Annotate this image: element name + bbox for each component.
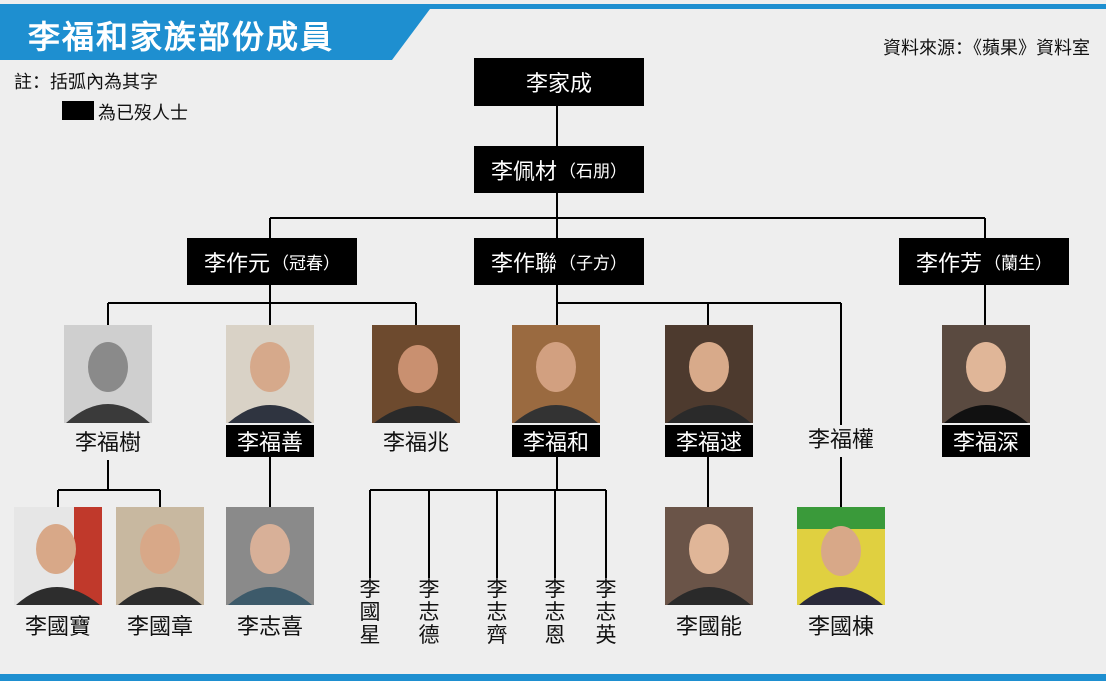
node-gen4-7: 李福深 — [942, 425, 1030, 457]
portrait-li-kwok-po — [14, 507, 102, 605]
node-name: 李作元 — [203, 251, 270, 277]
portrait-li-chi-hei — [226, 507, 314, 605]
node-gen3-2: 李作聯（子方） — [474, 238, 644, 285]
title-banner — [0, 9, 430, 60]
portrait-li-fook-wo — [512, 325, 600, 423]
courtesy-name-note: 註：括弧內為其字 — [14, 72, 158, 93]
deceased-legend-swatch — [62, 101, 94, 120]
portrait-li-kwok-cheung — [116, 507, 204, 605]
node-gen5-7: 李志恩 — [544, 577, 566, 647]
node-name: 李家成 — [525, 72, 592, 97]
portrait-li-fook-kow — [665, 325, 753, 423]
courtesy-name: （子方） — [559, 254, 627, 274]
portrait-li-kwok-tung — [797, 507, 885, 605]
portrait-li-fook-shiu — [372, 325, 460, 423]
courtesy-name: （蘭生） — [984, 254, 1052, 274]
node-gen4-4: 李福和 — [512, 425, 600, 457]
page-title: 李福和家族部份成員 — [28, 18, 335, 56]
node-gen5-5: 李志德 — [418, 577, 440, 647]
node-gen4-5: 李福逑 — [665, 425, 753, 457]
node-gen4-1: 李福樹 — [74, 431, 141, 456]
node-gen5-3: 李志喜 — [236, 615, 303, 640]
node-gen3-3: 李作芳（蘭生） — [899, 238, 1069, 285]
portrait-li-fook-shu — [64, 325, 152, 423]
node-gen3-1: 李作元（冠春） — [187, 238, 357, 285]
node-gen4-3: 李福兆 — [382, 431, 449, 456]
node-name: 李作聯 — [490, 251, 557, 277]
portrait-li-kwok-nang — [665, 507, 753, 605]
node-gen5-10: 李國棟 — [807, 615, 874, 640]
courtesy-name: （石朋） — [559, 162, 627, 182]
node-gen1: 李家成 — [474, 58, 644, 106]
node-name: 李佩材 — [490, 159, 557, 185]
node-gen5-2: 李國章 — [126, 615, 193, 640]
portrait-li-fook-shum — [942, 325, 1030, 423]
node-name: 李作芳 — [915, 251, 982, 277]
top-accent-bar — [0, 4, 1106, 9]
courtesy-name: （冠春） — [272, 254, 340, 274]
node-gen4-2: 李福善 — [226, 425, 314, 457]
node-gen5-6: 李志齊 — [486, 577, 508, 647]
source-credit: 資料來源：《蘋果》資料室 — [883, 38, 1090, 59]
node-gen5-4: 李國星 — [359, 577, 381, 647]
node-gen2: 李佩材（石朋） — [474, 146, 644, 193]
portrait-li-fook-sean — [226, 325, 314, 423]
node-gen5-1: 李國寶 — [24, 615, 91, 640]
node-gen5-9: 李國能 — [675, 615, 742, 640]
node-gen4-6: 李福權 — [797, 425, 885, 457]
bottom-accent-bar — [0, 674, 1106, 681]
node-gen5-8: 李志英 — [595, 577, 617, 647]
deceased-legend-text: 為已歿人士 — [98, 103, 188, 124]
